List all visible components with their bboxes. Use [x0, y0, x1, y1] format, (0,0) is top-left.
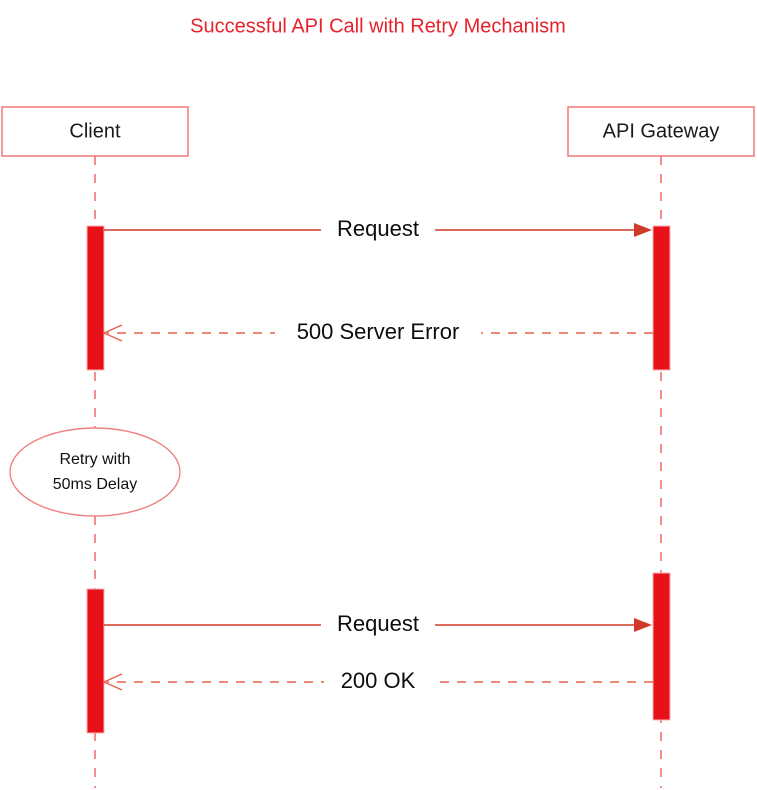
diagram-title: Successful API Call with Retry Mechanism	[190, 15, 566, 37]
message-200-ok[interactable]: 200 OK	[102, 667, 653, 697]
participant-box-gateway[interactable]	[567, 106, 755, 157]
message-label-200-ok: 200 OK	[341, 668, 416, 693]
message-label-bg-request-1	[321, 216, 435, 244]
participant-client[interactable]: Client	[1, 106, 189, 157]
arrowhead-right-icon-2	[634, 618, 652, 632]
arrowhead-right-icon	[634, 223, 652, 237]
message-label-request-2: Request	[337, 611, 419, 636]
activations-layer	[86, 225, 671, 734]
activation-client-1[interactable]	[86, 225, 105, 371]
message-request-2[interactable]: Request	[104, 611, 652, 639]
message-request-1[interactable]: Request	[104, 216, 652, 244]
participant-gateway[interactable]: API Gateway	[567, 106, 755, 157]
participant-box-client[interactable]	[1, 106, 189, 157]
participant-label-gateway: API Gateway	[603, 120, 720, 142]
note-ellipse-shape[interactable]	[9, 427, 181, 517]
note-line-2: 50ms Delay	[53, 476, 137, 493]
activation-gateway-2[interactable]	[652, 572, 671, 721]
participant-label-client: Client	[69, 120, 121, 142]
note-line-1: Retry with	[59, 451, 130, 468]
note-retry[interactable]: Retry with 50ms Delay	[9, 427, 181, 517]
message-500-server-error[interactable]: 500 Server Error	[102, 318, 653, 348]
message-label-bg-request-2	[321, 611, 435, 639]
message-label-500-server-error: 500 Server Error	[297, 319, 460, 344]
activation-client-2[interactable]	[86, 588, 105, 734]
arrowhead-left-open-icon-2	[102, 673, 123, 691]
message-label-bg-500-server-error	[275, 318, 481, 348]
activation-gateway-1[interactable]	[652, 225, 671, 371]
arrowhead-left-open-icon	[102, 324, 123, 342]
message-label-request-1: Request	[337, 216, 419, 241]
message-label-bg-200-ok	[324, 667, 432, 697]
